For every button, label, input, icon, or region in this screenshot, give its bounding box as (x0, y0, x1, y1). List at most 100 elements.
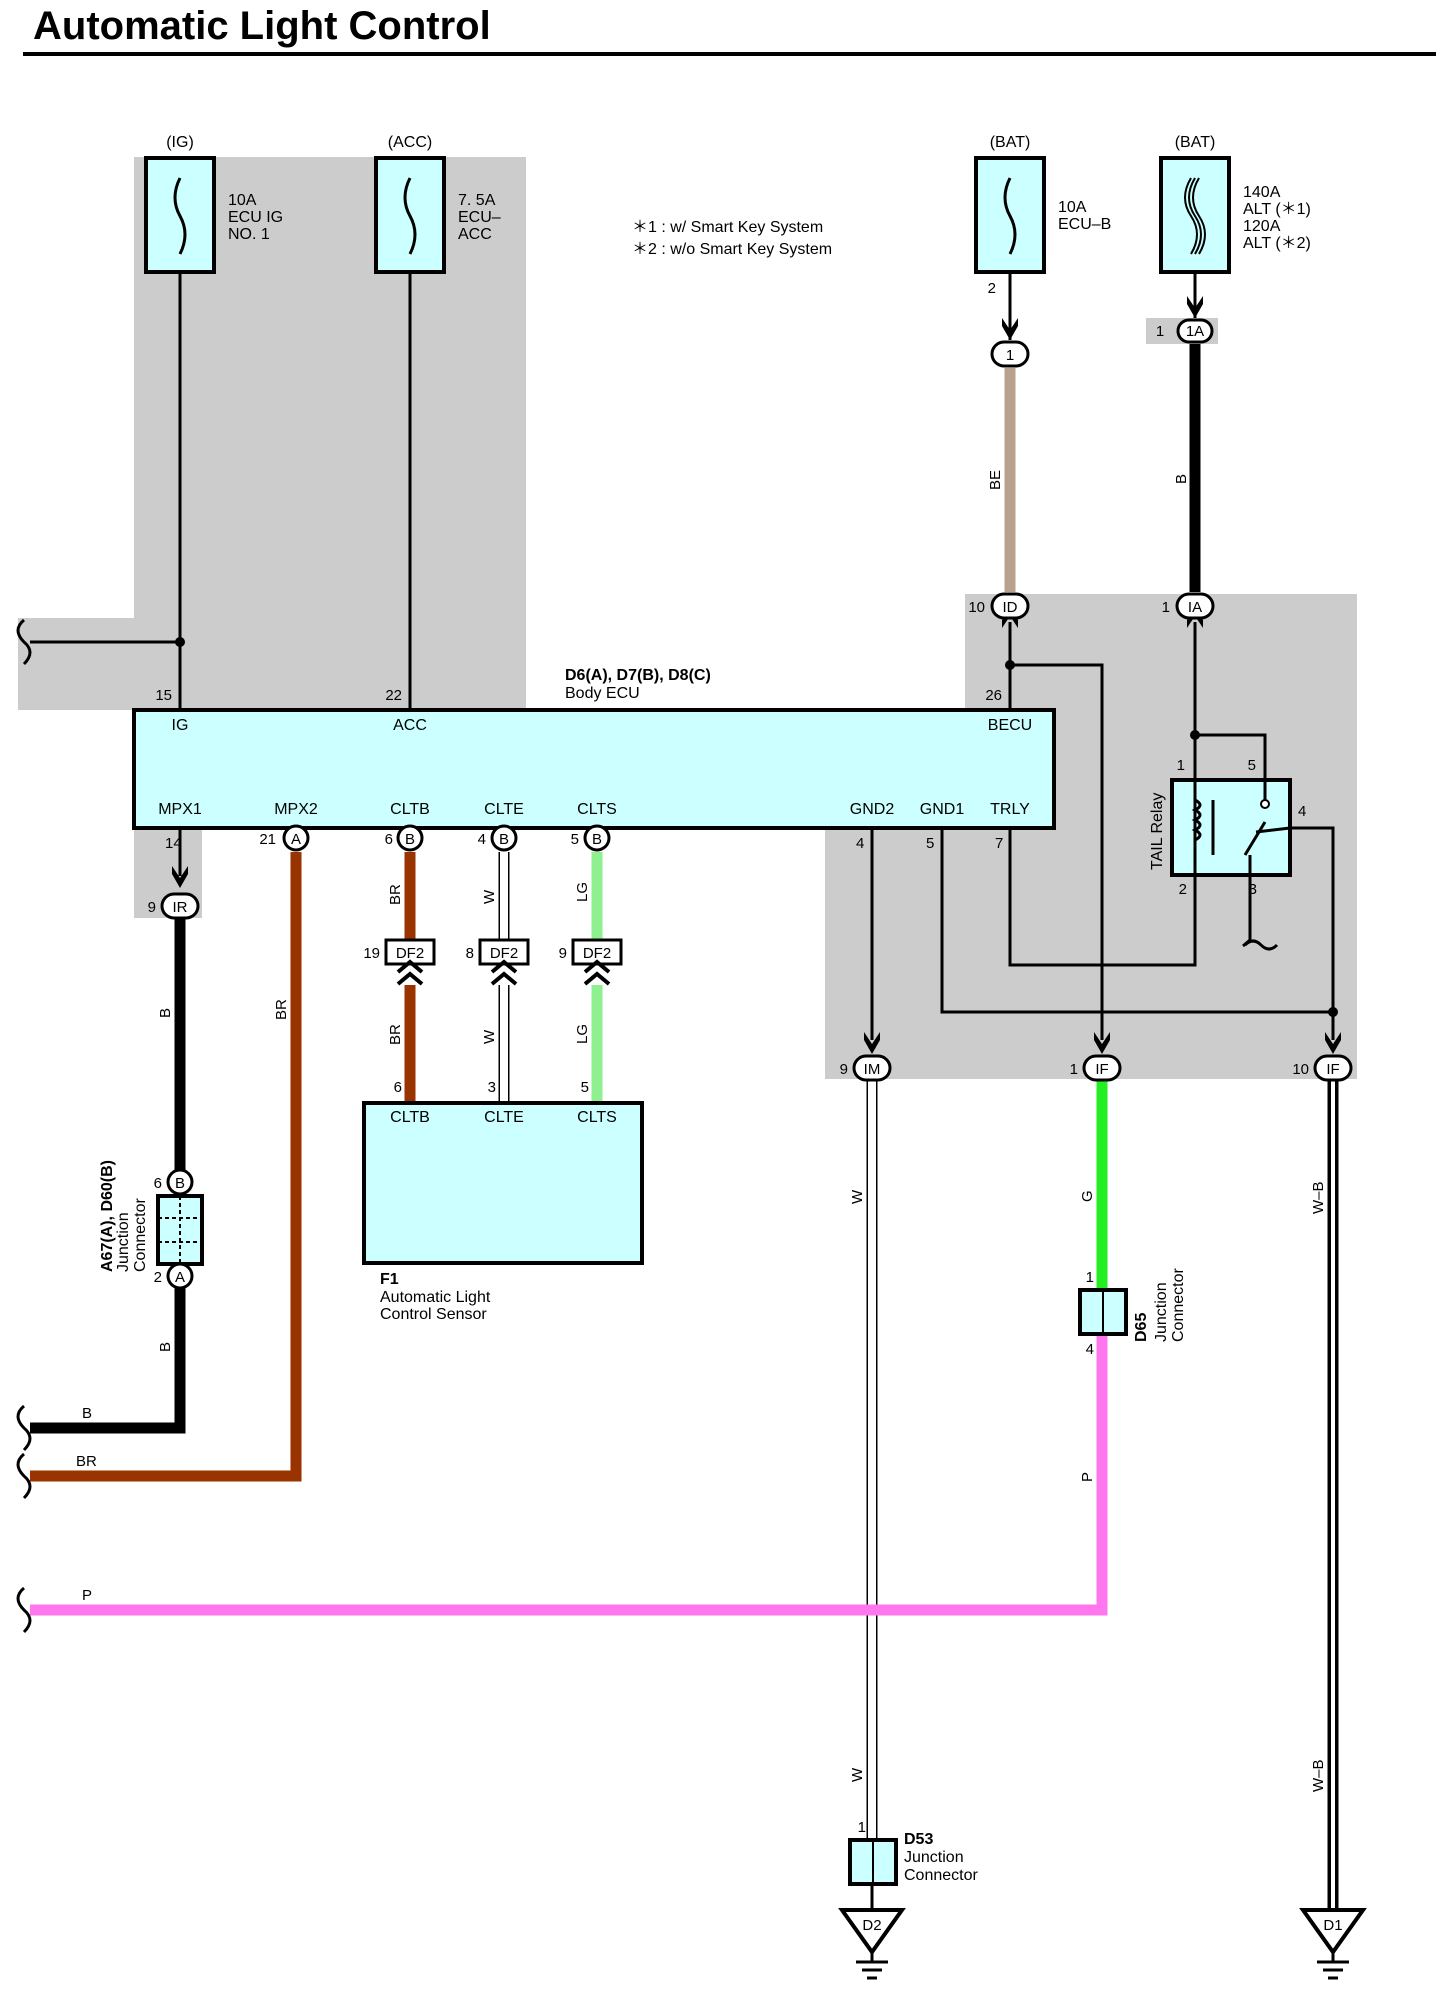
sensor-f1: 6 3 5 CLTB CLTE CLTS F1 Automatic Light … (362, 1079, 644, 1323)
fuse-ig-line-3: NO. 1 (228, 226, 270, 243)
ecu-pin-4: 4 (478, 831, 486, 848)
ecu-pin-15: 15 (155, 687, 172, 704)
ground-d1: D1 (1299, 1908, 1367, 1980)
fuse-acc-element (403, 177, 417, 255)
ecu-term-ig: IG (172, 717, 189, 734)
fuse-acc-line-1: 7. 5A (458, 192, 496, 209)
note-2: ＊2 : w/o Smart Key System (632, 241, 832, 258)
body-ecu: D6(A), D7(B), D8(C) Body ECU 15 IG 22 AC… (132, 667, 1056, 852)
ecu-pin-21: 21 (259, 831, 276, 848)
relay-3-end (1243, 939, 1279, 951)
wire-b-low (30, 1282, 186, 1434)
ground-d2: D2 (838, 1908, 906, 1980)
svg-text:9: 9 (559, 945, 567, 962)
svg-text:6: 6 (154, 1175, 162, 1192)
title-rule (23, 52, 1436, 56)
fuse-bat2-line-2: ALT (＊1) (1243, 201, 1311, 218)
connector-df2-19: DF2 19 (363, 938, 436, 986)
svg-text:ID: ID (1003, 599, 1018, 616)
svg-text:IA: IA (1188, 599, 1202, 616)
ecu-term-acc: ACC (393, 717, 427, 734)
sensor-term-cltb: CLTB (390, 1109, 430, 1126)
ecu-term-cltb: CLTB (390, 801, 430, 818)
connector-ia-top-pin: 1 (1156, 323, 1164, 340)
wire-label-br-cltb: BR (387, 884, 404, 905)
wire-label-br-mpx2: BR (273, 999, 290, 1020)
svg-text:IF: IF (1326, 1061, 1339, 1078)
diagram-title: Automatic Light Control (33, 4, 491, 48)
svg-text:1: 1 (1086, 1269, 1094, 1286)
wire-label-b-mpx1-low: B (157, 1342, 174, 1352)
ecu-term-trly: TRLY (990, 801, 1030, 818)
junction-a67-title: A67(A), D60(B) (99, 1160, 116, 1272)
relay-pin-2: 2 (1179, 881, 1187, 898)
relay-pin-3: 3 (1249, 881, 1257, 898)
svg-text:Junction: Junction (1153, 1282, 1170, 1342)
wire-label-p-d65: P (1079, 1472, 1096, 1482)
wire-relay-4 (1290, 826, 1335, 1040)
body-ecu-box (132, 708, 1056, 830)
connector-bat1-plug: 1 (990, 340, 1030, 368)
svg-text:Junction: Junction (115, 1212, 132, 1272)
fuse-ig-line-2: ECU IG (228, 209, 283, 226)
ecu-conn-a-mpx2: A (282, 824, 310, 852)
ecu-pin-6: 6 (385, 831, 393, 848)
wire-label-lg-clts: LG (574, 882, 591, 902)
sensor-id: F1 (380, 1271, 399, 1288)
wire-label-p-left: P (82, 1587, 92, 1604)
relay-pin-4: 4 (1298, 803, 1306, 820)
ecu-term-clts: CLTS (577, 801, 617, 818)
ecu-pin-22: 22 (385, 687, 402, 704)
svg-text:4: 4 (1086, 1341, 1094, 1358)
svg-text:B: B (405, 831, 415, 848)
wire-label-br-cltb-low: BR (387, 1024, 404, 1045)
junction-a67: B 6 A 2 A67(A), D60(B) Junction Connecto… (99, 1160, 204, 1290)
connector-if-10-pin: 10 (1292, 1061, 1309, 1078)
fuse-acc-line-3: ACC (458, 226, 492, 243)
ecu-term-gnd2: GND2 (850, 801, 895, 818)
wire-label-b-left: B (82, 1405, 92, 1422)
sensor-name-1: Automatic Light (380, 1289, 491, 1306)
svg-text:1: 1 (858, 1819, 866, 1836)
svg-text:DF2: DF2 (583, 945, 611, 962)
svg-text:1A: 1A (1186, 323, 1204, 340)
svg-text:A: A (175, 1269, 185, 1286)
ecu-conn-b-cltb: B (396, 824, 424, 852)
fuse-acc-line-2: ECU– (458, 209, 501, 226)
splice-gnd1 (1328, 1007, 1338, 1017)
fuse-bat2-line-3: 120A (1243, 218, 1281, 235)
wire-label-w-im: W (849, 1189, 866, 1204)
connector-id: ID 10 (968, 592, 1030, 620)
wire-labels: BE B B B BR BR BR W W LG LG W W G P W–B … (76, 470, 1327, 1792)
svg-text:D53: D53 (904, 1831, 933, 1848)
ecu-pin-14: 14 (165, 835, 182, 852)
connector-id-pin: 10 (968, 599, 985, 616)
ecu-term-mpx1: MPX1 (158, 801, 202, 818)
wire-label-b-mpx1: B (157, 1008, 174, 1018)
fuse-bat1-source: (BAT) (990, 134, 1031, 151)
svg-text:B: B (499, 831, 509, 848)
ecu-term-clte: CLTE (484, 801, 524, 818)
svg-text:IR: IR (173, 899, 188, 916)
fuse-bat2-element (1184, 177, 1206, 255)
fuse-ig-element (173, 177, 187, 255)
svg-text:Connector: Connector (1170, 1268, 1187, 1342)
fuse-ig-line-1: 10A (228, 192, 257, 209)
ecu-term-becu: BECU (988, 717, 1032, 734)
wire-label-w-im-low: W (849, 1767, 866, 1782)
svg-text:IF: IF (1095, 1061, 1108, 1078)
wire-label-be: BE (987, 470, 1004, 490)
connector-ia-top: 1A 1 (1156, 318, 1214, 344)
connector-if-1-pin: 1 (1070, 1061, 1078, 1078)
wire-label-wb: W–B (1310, 1181, 1327, 1214)
ecu-term-mpx2: MPX2 (274, 801, 318, 818)
svg-text:D65: D65 (1133, 1313, 1150, 1342)
svg-text:D2: D2 (862, 1917, 881, 1934)
svg-text:8: 8 (466, 945, 474, 962)
wire-relay-2-trly (1008, 830, 1197, 967)
wire-label-b-alt: B (1173, 474, 1190, 484)
connector-ia-bot-pin: 1 (1162, 599, 1170, 616)
wire-id-to-if (1010, 663, 1104, 1040)
ecu-pin-gnd2: 4 (856, 835, 864, 852)
